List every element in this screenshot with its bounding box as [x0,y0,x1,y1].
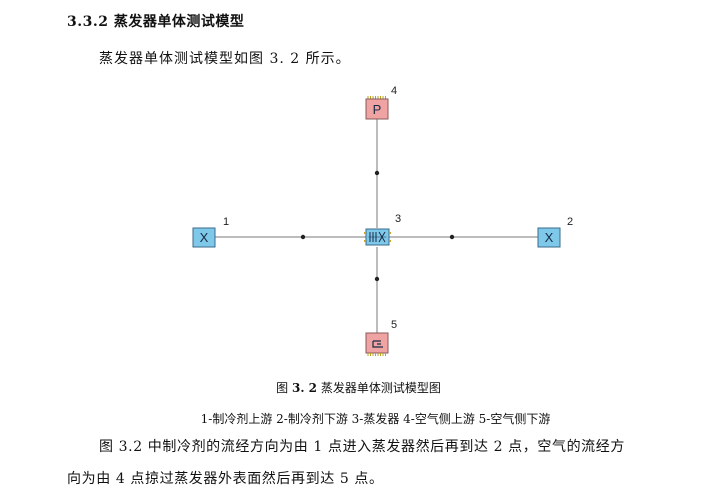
node-1-refrigerant-upstream[interactable]: X 1 [192,216,229,248]
refrigerant-inlet-block [192,227,216,248]
connector-dot [374,170,380,176]
node-label-2: 2 [567,216,573,228]
air-outlet-block [365,332,389,354]
node-5-air-downstream[interactable]: 5 [365,319,397,356]
connector-dot [449,234,455,240]
node-label-5: 5 [391,319,397,331]
node-4-air-upstream[interactable]: P 4 [365,85,397,120]
figure-legend: 1-制冷剂上游 2-制冷剂下游 3-蒸发器 4-空气侧上游 5-空气侧下游 [200,412,551,426]
node-label-4: 4 [391,85,397,97]
node-label-1: 1 [223,216,229,228]
intro-paragraph: 蒸发器单体测试模型如图 3. 2 所示。 [99,51,351,67]
section-title: 蒸发器单体测试模型 [113,14,245,30]
pressure-source-block [365,98,389,120]
evaporator-coil-icon [368,231,387,243]
refrigerant-outlet-block [537,227,561,248]
figure-title: 蒸发器单体测试模型图 [320,381,441,395]
node-2-refrigerant-downstream[interactable]: X 2 [537,216,573,248]
figure-number: 3. 2 [291,381,318,395]
refrigerant-inlet-symbol: X [200,230,209,245]
figure-caption: 图 3. 2 蒸发器单体测试模型图 [0,379,717,396]
evaporator-ports [364,232,391,242]
section-heading: 3.3.2 蒸发器单体测试模型 [67,11,244,31]
figure-prefix: 图 [276,381,289,395]
connector-dot [374,276,380,282]
pressure-source-symbol: P [373,102,382,117]
air-outlet-symbol-icon [372,340,383,348]
refrigerant-outlet-symbol: X [545,230,554,245]
node-3-evaporator[interactable]: 3 [364,213,401,246]
section-number: 3.3.2 [67,14,109,30]
body-paragraph-line-2: 向为由 4 点掠过蒸发器外表面然后再到达 5 点。 [67,471,384,487]
node-label-3: 3 [395,213,401,225]
connector-dot [300,234,306,240]
body-paragraph-line-1: 图 3.2 中制冷剂的流经方向为由 1 点进入蒸发器然后再到达 2 点，空气的流… [99,439,625,455]
connector-pins [367,353,386,356]
